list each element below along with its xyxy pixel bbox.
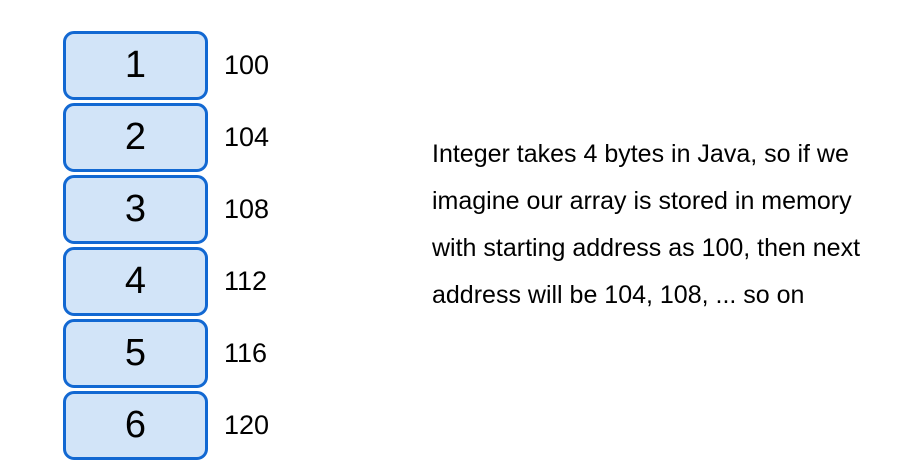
cell-value: 2 — [124, 116, 147, 158]
explanation-line: Integer takes 4 bytes in Java, so if we — [432, 140, 849, 168]
explanation-text: Integer takes 4 bytes in Java, so if we … — [432, 131, 860, 319]
cell-address-label: 108 — [224, 194, 270, 224]
array-cell-row: 4 112 — [63, 247, 269, 316]
cell-address-label: 112 — [224, 266, 268, 296]
array-cell-box: 2 — [63, 103, 208, 172]
explanation-line: address will be 104, 108, ... so on — [432, 281, 805, 309]
cell-address-label: 104 — [224, 122, 270, 152]
cell-address-label: 100 — [224, 50, 270, 80]
cell-address-label: 116 — [224, 338, 268, 368]
cell-value: 6 — [124, 404, 147, 446]
array-memory-stack: 1 100 2 104 3 108 4 112 5 116 — [63, 31, 269, 460]
cell-value: 3 — [124, 188, 147, 230]
array-cell-row: 5 116 — [63, 319, 269, 388]
array-cell-row: 2 104 — [63, 103, 269, 172]
array-cell-box: 3 — [63, 175, 208, 244]
array-cell-row: 1 100 — [63, 31, 269, 100]
cell-value: 4 — [124, 260, 147, 302]
array-cell-row: 3 108 — [63, 175, 269, 244]
array-cell-box: 5 — [63, 319, 208, 388]
array-cell-row: 6 120 — [63, 391, 269, 460]
array-cell-box: 1 — [63, 31, 208, 100]
cell-address-label: 120 — [224, 410, 270, 440]
array-cell-box: 6 — [63, 391, 208, 460]
explanation-line: with starting address as 100, then next — [432, 234, 861, 262]
cell-value: 5 — [124, 332, 147, 374]
explanation-line: imagine our array is stored in memory — [432, 187, 852, 215]
array-cell-box: 4 — [63, 247, 208, 316]
cell-value: 1 — [124, 44, 147, 86]
